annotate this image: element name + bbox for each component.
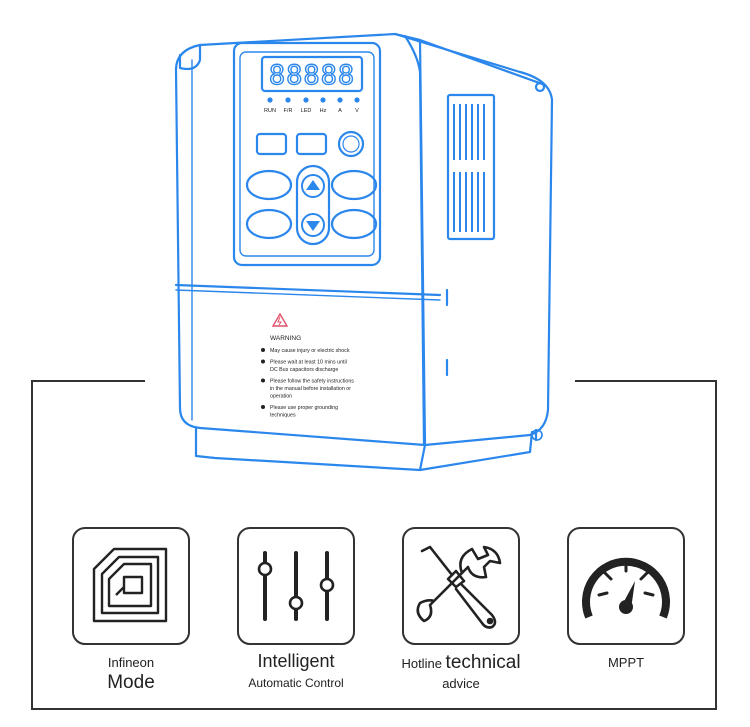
indicator-label: A [338,108,342,114]
warning-bullet [261,359,265,364]
cover-split-line [174,283,442,297]
frame-top-right [575,380,717,382]
tools-icon [416,545,502,629]
warning-line: May cause injury or electric shock [270,348,350,354]
warning-title: WARNING [270,335,301,342]
chip-icon [92,547,168,623]
display-digits: 88888 [269,60,355,91]
inverter-device-illustration: 88888 RUN F/R LED Hz A V WARNING May cause in… [174,32,554,472]
feature-tile-intelligent [237,527,355,645]
warning-line: techniques [270,413,296,419]
down-arrow-button [301,213,325,237]
up-down-pill [295,164,331,246]
device-front-outline [174,32,427,447]
warning-line: DC Bus capacitors discharge [270,367,338,373]
side-vent [446,93,496,241]
warning-line: Please wait at least 10 mins until [270,360,347,366]
frame-left [31,380,33,710]
indicator-label: Hz [320,108,327,114]
caption-hotline-line1: Hotline technical [382,652,540,674]
led-display [260,55,364,93]
caption-intelligent-line1: Intelligent [257,651,335,671]
frame-top-left [31,380,145,382]
indicator-label: LED [301,108,312,114]
caption-infineon-line2: Mode [107,672,155,693]
frame-right [715,380,717,710]
sliders-icon [257,551,335,621]
warning-bullet [261,378,265,383]
warning-bullet [261,348,265,352]
caption-intelligent-line2: Automatic Control [248,676,344,690]
warning-line: operation [270,394,292,400]
warning-bullet [261,405,265,409]
panel-oval-button-3 [245,208,293,240]
feature-tile-infineon [72,527,190,645]
indicator-label: F/R [284,108,293,114]
control-panel [232,41,382,267]
caption-infineon-line1: Infineon [107,655,155,670]
panel-oval-button-4 [330,208,378,240]
panel-oval-button-1 [245,169,293,201]
panel-button-1 [255,132,288,156]
potentiometer-knob [337,130,365,158]
indicator-dot-hz [320,97,326,103]
warning-triangle-icon [271,312,289,327]
caption-hotline-line2: advice [442,676,480,691]
indicator-dot-led [303,97,309,103]
feature-tile-mppt [567,527,685,645]
gauge-icon [582,557,670,619]
caption-hotline-word: Hotline [401,656,442,671]
feature-tile-hotline [402,527,520,645]
caption-mppt: MPPT [607,655,645,670]
up-arrow-button [301,174,325,198]
panel-button-2 [295,132,328,156]
indicator-dot-v [354,97,360,103]
indicator-row: RUN F/R LED Hz A V [264,97,360,114]
indicator-dot-run [267,97,273,103]
caption-technical-word: technical [445,652,521,673]
warning-line: Please follow the safety instructions [270,379,354,385]
indicator-label: RUN [264,108,276,114]
indicator-dot-a [337,97,343,103]
indicator-dot-fr [285,97,291,103]
warning-line: Please use proper grounding [270,405,338,411]
panel-oval-button-2 [330,169,378,201]
frame-bottom [31,708,717,710]
warning-list: May cause injury or electric shockPlease… [261,348,354,419]
warning-line: in the manual before installation or [270,386,351,392]
indicator-label: V [355,108,359,114]
